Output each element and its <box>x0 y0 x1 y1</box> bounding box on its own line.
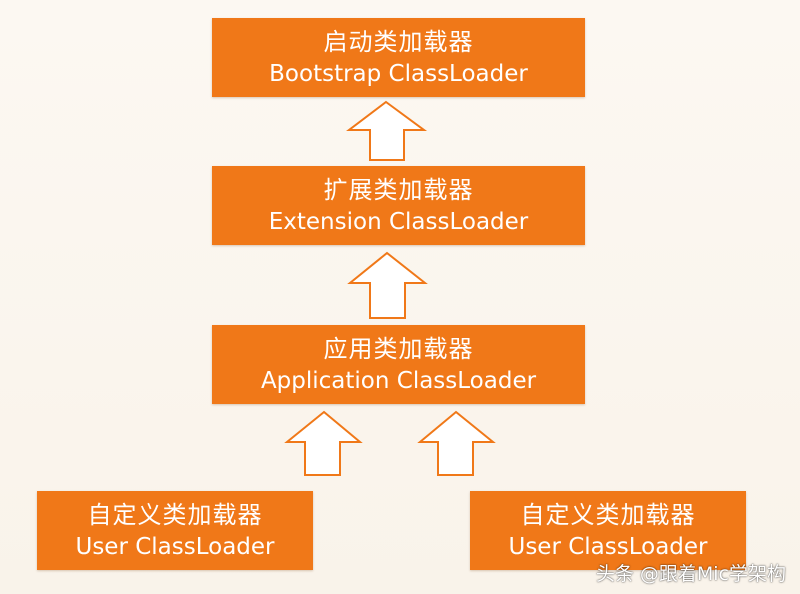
bootstrap-classloader-box: 启动类加载器 Bootstrap ClassLoader <box>212 18 585 97</box>
bootstrap-classloader-cn-label: 启动类加载器 <box>323 27 474 56</box>
user-classloader-right-box: 自定义类加载器 User ClassLoader <box>470 491 746 570</box>
arrow-extension-to-bootstrap <box>346 100 428 161</box>
bootstrap-classloader-en-label: Bootstrap ClassLoader <box>269 60 528 87</box>
extension-classloader-en-label: Extension ClassLoader <box>268 208 529 235</box>
user-classloader-left-en-label: User ClassLoader <box>75 533 275 560</box>
application-classloader-en-label: Application ClassLoader <box>260 367 537 394</box>
extension-classloader-box: 扩展类加载器 Extension ClassLoader <box>212 166 585 245</box>
application-classloader-cn-label: 应用类加载器 <box>323 334 474 363</box>
watermark-text: 头条 @跟着Mic学架构 <box>595 563 786 585</box>
extension-classloader-cn-label: 扩展类加载器 <box>323 175 474 204</box>
user-classloader-left-cn-label: 自定义类加载器 <box>87 500 263 529</box>
user-classloader-left-box: 自定义类加载器 User ClassLoader <box>37 491 313 570</box>
application-classloader-box: 应用类加载器 Application ClassLoader <box>212 325 585 404</box>
user-classloader-right-en-label: User ClassLoader <box>508 533 708 560</box>
arrow-application-to-extension <box>347 251 428 319</box>
arrow-user-right-to-application <box>417 410 496 476</box>
user-classloader-right-cn-label: 自定义类加载器 <box>520 500 696 529</box>
arrow-user-left-to-application <box>284 410 363 476</box>
